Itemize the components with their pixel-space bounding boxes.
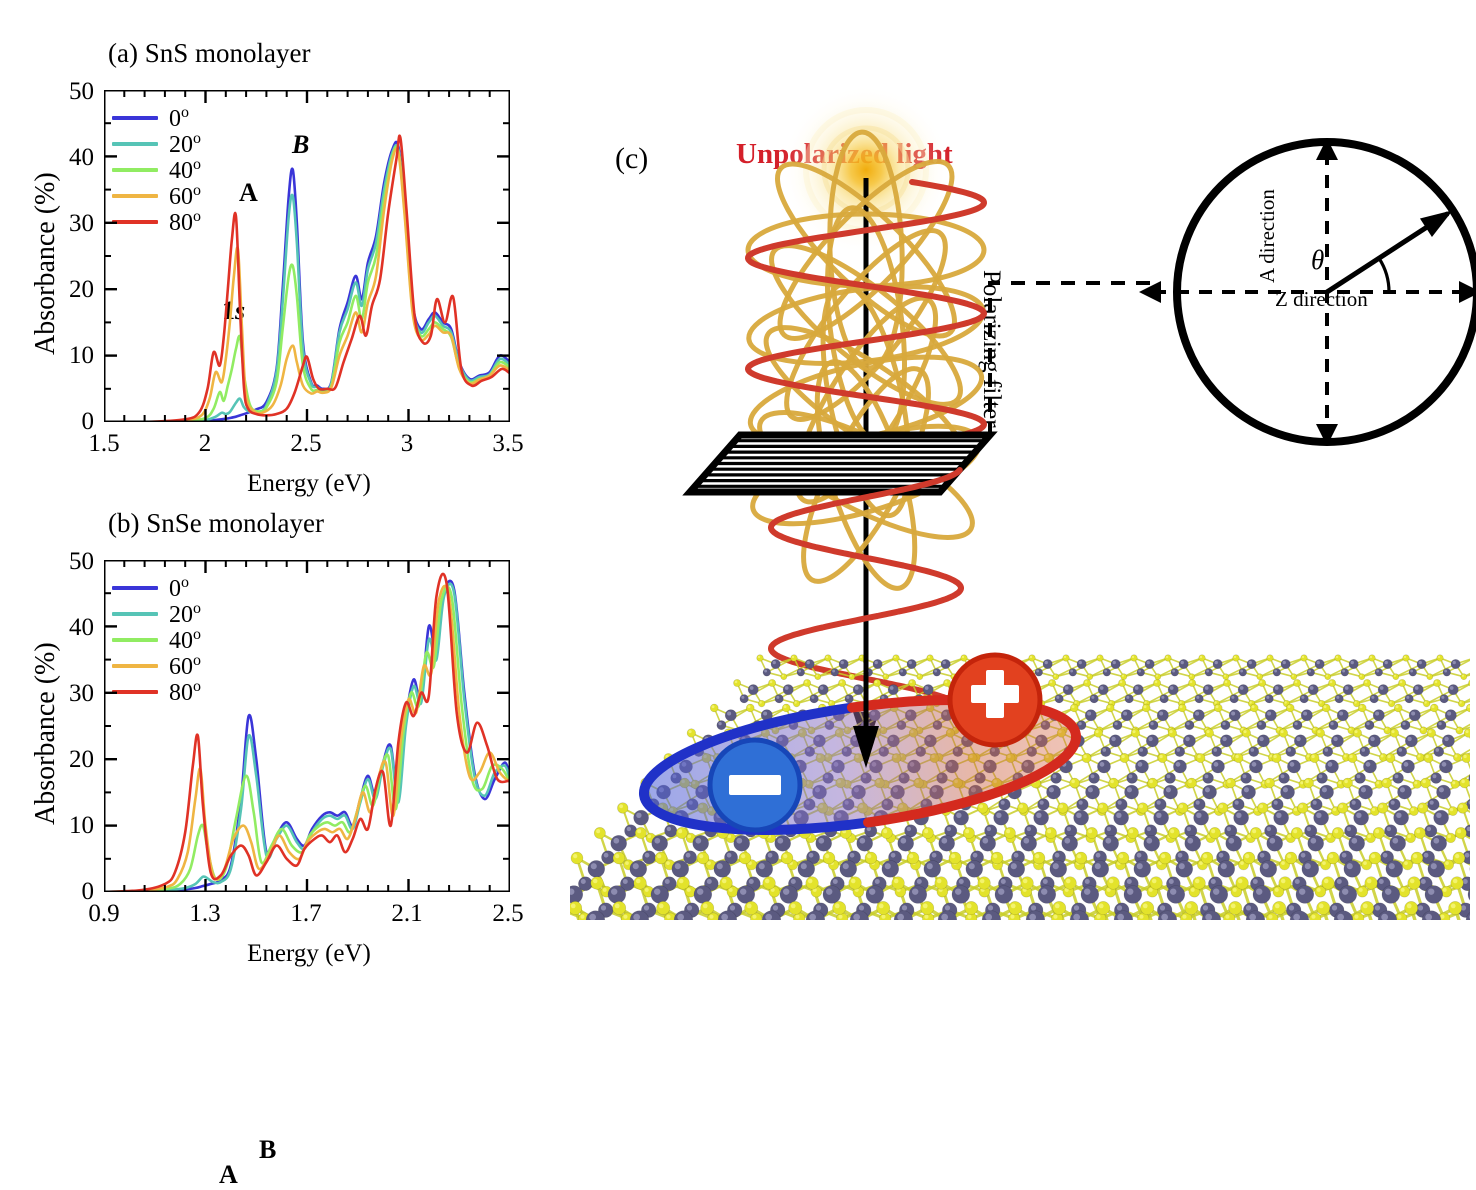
panel-b-ytick-40: 40 (42, 614, 94, 642)
panel-a-sns-monolayer: (a) SnS monolayer Absorbance (%) 0 10 20… (0, 0, 560, 500)
panel-c-drawing (560, 0, 1476, 986)
panel-a-ylabel: Absorbance (%) (30, 172, 62, 355)
panel-a-xtick-1p5: 1.5 (74, 430, 134, 458)
panel-b-xtick-1p7: 1.7 (276, 900, 336, 928)
panel-b-xtick-0p9: 0.9 (74, 900, 134, 928)
panel-b-xtick-1p3: 1.3 (175, 900, 235, 928)
panel-a-title: (a) SnS monolayer (108, 38, 310, 69)
panel-a-ytick-20: 20 (42, 276, 94, 304)
panel-a-xtick-3: 3 (377, 430, 437, 458)
panel-a-ytick-10: 10 (42, 342, 94, 370)
panel-b-snse-monolayer: (b) SnSe monolayer Absorbance (%) 0 10 2… (0, 470, 560, 970)
panel-b-xtick-2p1: 2.1 (377, 900, 437, 928)
panel-b-ylabel: Absorbance (%) (30, 642, 62, 825)
panel-a-ytick-50: 50 (42, 78, 94, 106)
theta-angle-label: θ (1311, 245, 1324, 276)
panel-b-ytick-10: 10 (42, 812, 94, 840)
panel-a-xtick-3p5: 3.5 (478, 430, 538, 458)
panel-b-ytick-30: 30 (42, 680, 94, 708)
panel-a-xtick-2: 2 (175, 430, 235, 458)
panel-b-plot-area (104, 560, 510, 892)
z-direction-label: Z direction (1275, 287, 1368, 312)
panel-c-schematic: (c) Unpolarized light Polarizing filter … (560, 0, 1476, 986)
panel-b-xtick-2p5: 2.5 (478, 900, 538, 928)
panel-a-ytick-40: 40 (42, 144, 94, 172)
panel-a-plot-area (104, 90, 510, 422)
panel-a-ytick-30: 30 (42, 210, 94, 238)
panel-b-annotation-A: A (219, 1160, 238, 1190)
panel-b-title: (b) SnSe monolayer (108, 508, 324, 539)
panel-b-ytick-20: 20 (42, 746, 94, 774)
panel-a-xtick-2p5: 2.5 (276, 430, 336, 458)
panel-b-annotation-B: B (259, 1135, 276, 1165)
panel-b-xlabel: Energy (eV) (204, 940, 414, 968)
a-direction-label: A direction (1255, 189, 1280, 283)
panel-b-ytick-50: 50 (42, 548, 94, 576)
